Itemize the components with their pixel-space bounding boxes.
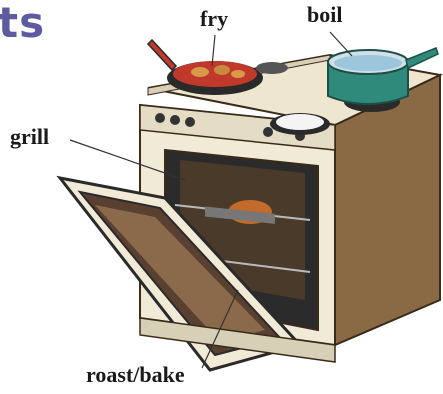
label-grill: grill: [10, 124, 49, 150]
control-knob: [263, 127, 273, 137]
pan-food: [231, 70, 245, 78]
label-roast-bake: roast/bake: [86, 362, 185, 388]
control-knob: [170, 115, 180, 125]
burner-front-left-ring: [276, 114, 324, 130]
back-left-burner: [256, 62, 288, 74]
control-knob: [185, 117, 195, 127]
control-knob: [155, 113, 165, 123]
label-fry: fry: [200, 6, 228, 32]
label-boil: boil: [307, 2, 342, 28]
saucepan-handle: [406, 48, 438, 68]
pan-food: [191, 67, 209, 77]
pan-food: [214, 65, 230, 75]
boiling-water: [334, 55, 402, 71]
pan-handle: [148, 40, 176, 70]
